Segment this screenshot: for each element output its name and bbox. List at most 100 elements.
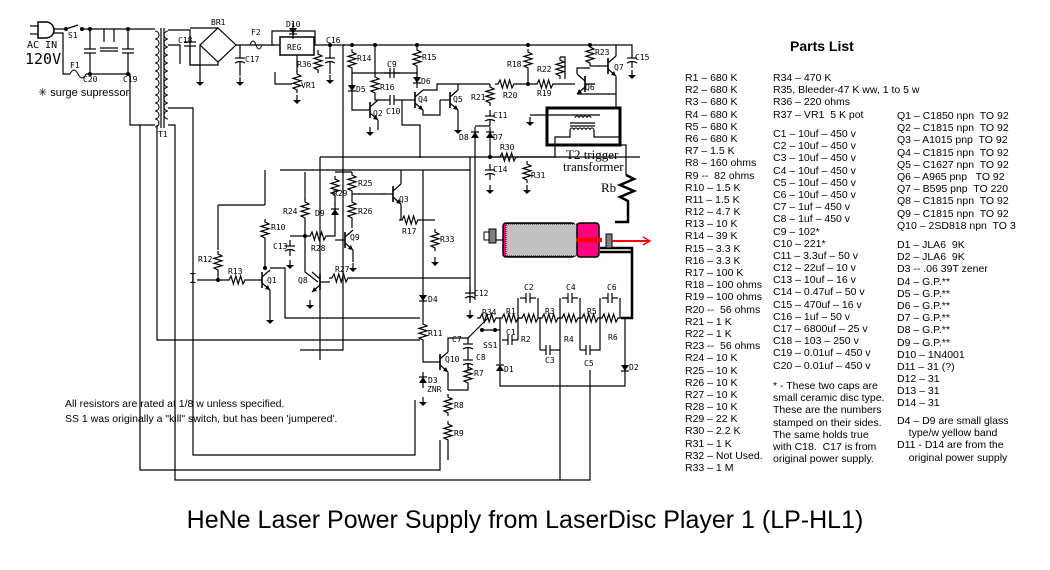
resistor-symbol: [483, 84, 497, 106]
voltage-label: 120V: [25, 50, 62, 68]
parts-list-entry: R33 – 1 M: [685, 462, 734, 474]
parts-list-entry: R6 – 680 K: [685, 132, 738, 145]
component-label-c5: C5: [584, 359, 594, 368]
t2-coil: [582, 115, 588, 119]
parts-list-entry: D11 – 31 (?): [897, 360, 955, 373]
parts-list-entry: R21 – 1 K: [685, 315, 732, 328]
component-label-d7: D7: [493, 133, 503, 142]
junction-dot: [328, 43, 332, 47]
wire: [576, 67, 590, 74]
wire: [392, 183, 402, 192]
junction-dot: [415, 43, 419, 47]
junction-dot: [526, 82, 530, 86]
wire: [422, 100, 441, 116]
resistor-symbol: [410, 47, 424, 69]
laser-bore: [576, 238, 602, 242]
component-label-d4: D4: [428, 295, 438, 304]
parts-list-entry: R14 – 39 K: [685, 230, 738, 243]
resistor-symbol: [441, 421, 455, 443]
ground-icon: [526, 122, 534, 126]
component-label-d1: D1: [504, 365, 514, 374]
component-label-r28: R28: [311, 244, 326, 253]
t1-secondary-coil: [163, 70, 169, 80]
parts-list-entry: Q4 – C1815 npn TO 92: [897, 146, 1009, 159]
ac-plug-icon: [37, 21, 55, 39]
parts-list-entry: C18 – 103 – 250 v: [773, 335, 859, 348]
parts-list-entry: D4 – D9 are small glass: [897, 415, 1009, 427]
wire: [556, 318, 561, 351]
transistor-arrow: [577, 89, 582, 94]
t1-primary-coil: [154, 46, 160, 56]
ground-icon: [454, 130, 462, 134]
ground-icon: [628, 75, 636, 79]
parts-list-entry: C16 – 1uf – 50 v: [773, 310, 851, 323]
parts-list-entry: R28 – 10 K: [685, 401, 738, 414]
junction-dot: [216, 278, 220, 282]
component-label-r31: R31: [531, 171, 546, 180]
component-label-c20: C20: [83, 75, 98, 84]
component-label-r19: R19: [537, 89, 552, 98]
parts-list-title: Parts List: [790, 38, 854, 54]
wire: [439, 351, 449, 360]
parts-list-entry: C13 – 10uf – 16 v: [773, 274, 856, 287]
parts-list-entry: original power supply.: [773, 453, 874, 466]
resistor-symbol: [559, 311, 581, 325]
parts-list-entry: D9 – G.P.**: [897, 336, 950, 349]
parts-list-entry: C9 – 102*: [773, 225, 820, 238]
component-label-c18: C18: [178, 36, 193, 45]
wire: [600, 246, 634, 320]
parts-list-entry: Q1 – C1850 npn TO 92: [897, 110, 1009, 122]
component-label-q1: Q1: [267, 276, 277, 285]
parts-list-entry: D6 – G.P.**: [897, 299, 950, 312]
junction-dot: [88, 27, 92, 31]
parts-list-entry: R15 – 3.3 K: [685, 242, 741, 255]
component-label-t1: T1: [158, 130, 168, 139]
parts-list-entry: D1 – JLA6 9K: [897, 239, 965, 251]
component-label-r27: R27: [335, 265, 350, 274]
component-label-r3: R3: [545, 307, 555, 316]
component-label-q10: Q10: [445, 355, 460, 364]
component-label-r8: R8: [454, 401, 464, 410]
wire: [448, 386, 469, 391]
parts-list-entry: R27 – 10 K: [685, 388, 738, 401]
parts-list-entry: R7 – 1.5 K: [685, 145, 735, 158]
component-label-vr1: VR1: [301, 81, 316, 90]
component-label-r30: R30: [500, 143, 515, 152]
parts-list-entry: Q10 – 2SD818 npn TO 3: [897, 219, 1016, 232]
component-label-r29: R29: [333, 189, 348, 198]
t1-primary-coil: [154, 54, 160, 64]
parts-list-entry: R8 – 160 ohms: [685, 157, 757, 170]
wire: [607, 55, 617, 64]
t1-primary-coil: [154, 70, 160, 80]
component-label-r23: R23: [595, 48, 610, 57]
wire: [374, 96, 385, 101]
t1-secondary-coil: [163, 54, 169, 64]
component-label-q6: Q6: [585, 83, 595, 92]
parts-list-entry: C1 – 10uf – 450 v: [773, 128, 856, 140]
junction-dot: [263, 266, 267, 270]
parts-list-entry: R10 – 1.5 K: [685, 181, 741, 194]
parts-list-entry: R5 – 680 K: [685, 120, 738, 133]
component-label-c6: C6: [607, 283, 617, 292]
parts-list-entry: C12 – 22uf – 10 v: [773, 262, 856, 275]
wire: [168, 44, 181, 64]
parts-list-entry: R17 – 100 K: [685, 267, 744, 279]
component-label-r13: R13: [228, 267, 243, 276]
component-label-q4: Q4: [418, 95, 428, 104]
resistor-symbol: [495, 77, 517, 91]
resistor-symbol: [328, 176, 342, 198]
transistor-arrow: [396, 199, 401, 204]
parts-list-entry: D14 – 31: [897, 397, 940, 410]
wire: [499, 376, 626, 387]
diodes-footnote: D4 – D9 are small glass type/w yellow ba…: [897, 415, 1008, 464]
parts-list-entry: R20 -- 56 ohms: [685, 303, 761, 316]
parts-list-entry: C4 – 10uf – 450 v: [773, 164, 856, 177]
parts-list-entry: R34 – 470 K: [773, 72, 832, 84]
resistor-symbol: [298, 199, 312, 221]
ac-in-label: AC IN: [27, 40, 58, 51]
parts-list-entry: small ceramic disc type.: [773, 392, 885, 405]
parts-list-entry: These are the numbers: [773, 404, 882, 417]
parts-list-entry: Q2 – C1815 npn TO 92: [897, 122, 1009, 135]
